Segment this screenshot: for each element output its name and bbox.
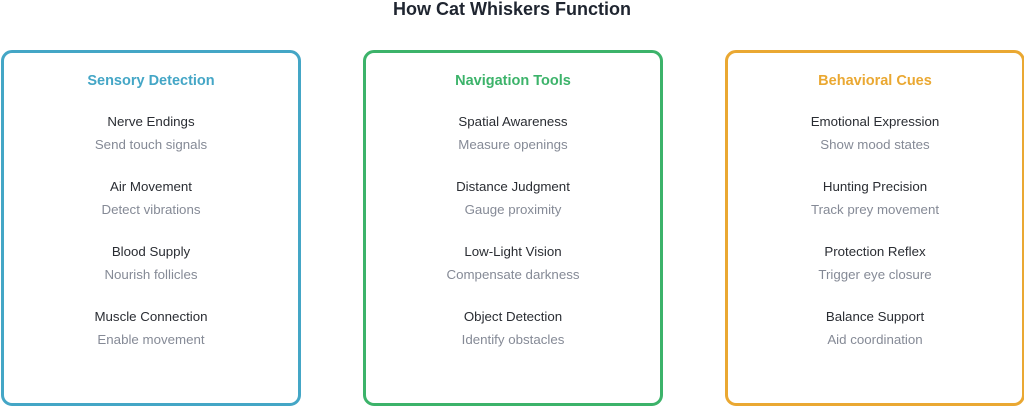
list-item: Air Movement Detect vibrations [4, 178, 298, 219]
list-item: Distance Judgment Gauge proximity [366, 178, 660, 219]
list-item: Object Detection Identify obstacles [366, 308, 660, 349]
item-name: Protection Reflex [824, 244, 926, 259]
panel-title: Navigation Tools [455, 73, 571, 89]
list-item: Nerve Endings Send touch signals [4, 113, 298, 154]
item-name: Balance Support [825, 309, 925, 324]
item-name: Emotional Expression [810, 114, 940, 129]
item-description: Identify obstacles [461, 332, 565, 347]
list-item: Spatial Awareness Measure openings [366, 113, 660, 154]
item-name: Hunting Precision [822, 179, 928, 194]
item-name: Air Movement [109, 179, 193, 194]
item-description: Measure openings [458, 137, 568, 152]
item-description: Send touch signals [94, 137, 208, 152]
item-description: Enable movement [97, 332, 205, 347]
item-name: Spatial Awareness [458, 114, 568, 129]
panel-behavioral-cues: Behavioral Cues Emotional Expression Sho… [725, 50, 1024, 406]
list-item: Low-Light Vision Compensate darkness [366, 243, 660, 284]
item-name: Object Detection [463, 309, 563, 324]
item-description: Trigger eye closure [818, 267, 932, 282]
panel-title: Sensory Detection [87, 73, 215, 89]
item-description: Aid coordination [827, 332, 923, 347]
list-item: Balance Support Aid coordination [728, 308, 1022, 349]
list-item: Emotional Expression Show mood states [728, 113, 1022, 154]
list-item: Protection Reflex Trigger eye closure [728, 243, 1022, 284]
panel-navigation-tools: Navigation Tools Spatial Awareness Measu… [363, 50, 663, 406]
item-description: Detect vibrations [101, 202, 201, 217]
item-description: Track prey movement [810, 202, 940, 217]
item-name: Muscle Connection [94, 309, 208, 324]
item-description: Gauge proximity [464, 202, 562, 217]
item-name: Distance Judgment [456, 179, 570, 194]
item-name: Low-Light Vision [464, 244, 562, 259]
item-name: Nerve Endings [107, 114, 195, 129]
item-description: Compensate darkness [446, 267, 580, 282]
item-description: Nourish follicles [104, 267, 198, 282]
item-name: Blood Supply [111, 244, 191, 259]
panel-title: Behavioral Cues [818, 73, 932, 89]
list-item: Muscle Connection Enable movement [4, 308, 298, 349]
item-description: Show mood states [820, 137, 930, 152]
panel-sensory-detection: Sensory Detection Nerve Endings Send tou… [1, 50, 301, 406]
diagram-title: How Cat Whiskers Function [392, 0, 632, 19]
list-item: Hunting Precision Track prey movement [728, 178, 1022, 219]
list-item: Blood Supply Nourish follicles [4, 243, 298, 284]
